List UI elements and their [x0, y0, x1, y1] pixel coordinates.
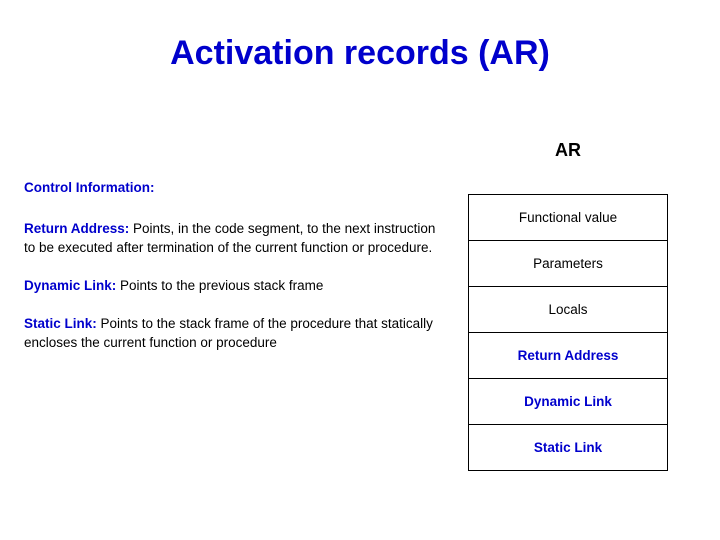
- paragraph-control-information: Control Information:: [24, 178, 448, 197]
- ar-cell-functional-value: Functional value: [469, 195, 667, 241]
- paragraph-lead: Static Link:: [24, 316, 97, 331]
- ar-cell-return-address: Return Address: [469, 333, 667, 379]
- ar-cell-parameters: Parameters: [469, 241, 667, 287]
- paragraph-lead: Control Information:: [24, 180, 155, 195]
- paragraph-lead: Dynamic Link:: [24, 278, 117, 293]
- ar-cell-locals: Locals: [469, 287, 667, 333]
- diagram-label-ar: AR: [555, 140, 581, 160]
- paragraph-static-link: Static Link: Points to the stack frame o…: [24, 314, 448, 352]
- paragraph-return-address: Return Address: Points, in the code segm…: [24, 219, 448, 257]
- ar-cell-static-link: Static Link: [469, 425, 667, 471]
- paragraph-body: Points, in the code segment, to the next…: [24, 221, 436, 255]
- paragraph-body: Points to the previous stack frame: [116, 278, 324, 293]
- explanation-column: Control Information: Return Address: Poi…: [24, 178, 448, 371]
- page-title: Activation records (AR): [170, 34, 550, 72]
- paragraph-dynamic-link: Dynamic Link: Points to the previous sta…: [24, 276, 448, 295]
- ar-cell-dynamic-link: Dynamic Link: [469, 379, 667, 425]
- paragraph-body: Points to the stack frame of the procedu…: [24, 316, 433, 350]
- paragraph-lead: Return Address:: [24, 221, 130, 236]
- activation-record-diagram: Functional value Parameters Locals Retur…: [468, 194, 668, 471]
